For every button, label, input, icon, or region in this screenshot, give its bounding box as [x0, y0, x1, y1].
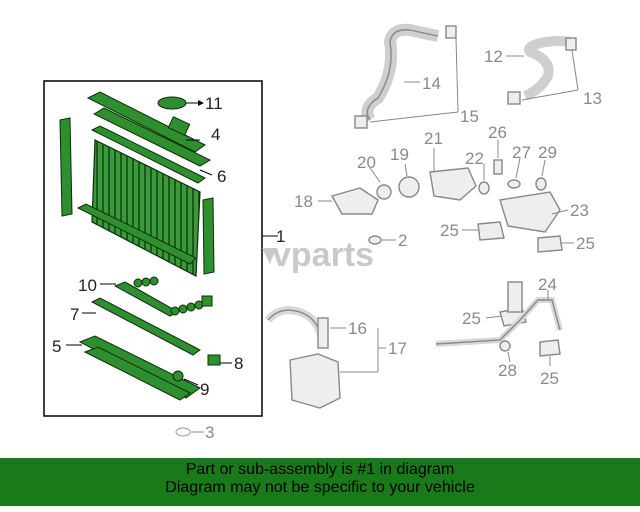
callout-8: 8	[234, 354, 243, 373]
callout-13: 13	[583, 89, 602, 108]
callout-7: 7	[70, 305, 79, 324]
callout-14: 14	[422, 74, 441, 93]
drain-plug	[172, 370, 184, 382]
callout-4: 4	[211, 125, 220, 144]
cooler-hose	[170, 295, 213, 316]
callout-23: 23	[570, 201, 589, 220]
watermark-logo: vparts	[262, 236, 374, 274]
callout-21: 21	[424, 129, 443, 148]
right-side-plate	[202, 197, 215, 275]
callout-1: 1	[276, 227, 285, 246]
gray-parts	[264, 23, 577, 409]
callout-25a: 25	[440, 221, 459, 240]
callout-24: 24	[538, 275, 557, 294]
callout-12: 12	[484, 47, 503, 66]
callout-10: 10	[78, 276, 97, 295]
lower-plate	[76, 203, 197, 265]
callout-5: 5	[52, 337, 61, 356]
gray-callouts: 14 15 12 13 18 20 19 21 22 26 27 29 23 2…	[294, 37, 602, 388]
radiator-cap	[157, 96, 187, 110]
callout-29: 29	[538, 143, 557, 162]
bushing-3	[175, 427, 191, 437]
callout-20: 20	[357, 153, 376, 172]
callout-25c: 25	[462, 309, 481, 328]
watermark-text: vparts	[272, 236, 374, 274]
info-banner: Part or sub-assembly is #1 in diagram Di…	[0, 458, 640, 506]
callout-16: 16	[348, 319, 367, 338]
radiator-core	[91, 139, 201, 277]
callout-18: 18	[294, 192, 313, 211]
lower-support	[90, 297, 201, 356]
callout-11: 11	[205, 94, 223, 113]
callout-22: 22	[465, 149, 484, 168]
assembly-box	[43, 80, 263, 417]
callout-3: 3	[205, 423, 214, 442]
callout-6: 6	[217, 167, 226, 186]
callout-26: 26	[488, 123, 507, 142]
left-side-plate	[59, 117, 73, 217]
callout-25b: 25	[576, 234, 595, 253]
callout-9: 9	[200, 380, 209, 399]
callout-25d: 25	[540, 369, 559, 388]
callout-28: 28	[498, 361, 517, 380]
banner-line-1: Part or sub-assembly is #1 in diagram	[185, 461, 455, 478]
upper-tank	[86, 91, 212, 167]
callout-15: 15	[460, 107, 479, 126]
callout-17: 17	[388, 339, 407, 358]
callout-19: 19	[390, 145, 409, 164]
callout-2: 2	[398, 231, 407, 250]
nipple	[207, 354, 221, 366]
callout-27: 27	[512, 143, 531, 162]
banner-line-2: Diagram may not be specific to your vehi…	[165, 479, 475, 496]
